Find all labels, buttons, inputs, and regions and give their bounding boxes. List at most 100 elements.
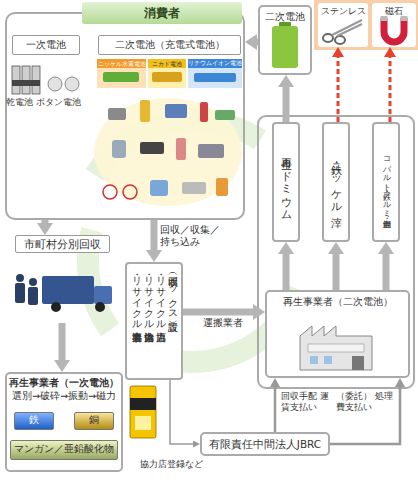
group-heading: 消費者 <box>82 2 242 24</box>
connector-arrow <box>42 220 49 223</box>
truck-body <box>42 276 94 304</box>
node-text: コバルト・鉄・アルミ・銅混合 <box>382 151 391 214</box>
device-icon <box>215 110 235 120</box>
battery-icon <box>272 26 298 68</box>
worker-figure <box>15 283 25 303</box>
node-text: ・リサイクル協力店 <box>154 269 166 324</box>
bicycle-wheel <box>123 185 137 199</box>
connector-arrow <box>283 87 290 122</box>
connector-arrow <box>383 254 390 290</box>
node-text: マンガン／亜鉛酸化物 <box>14 444 114 455</box>
connector-arrow <box>274 387 277 432</box>
worker-figure <box>28 287 38 305</box>
battery-type-box: 二次電池（充電式電池） <box>98 35 241 55</box>
edge-label: 回収手配 運賃支払い <box>281 391 331 413</box>
factory-icon <box>300 326 372 370</box>
material-box: ステンレス <box>318 3 368 47</box>
worker-figure <box>29 278 37 286</box>
connector-arrow <box>330 387 400 444</box>
node-text: ・リサイクル協力自治体 <box>142 269 154 324</box>
battery-photo <box>188 68 242 88</box>
connector-arrow <box>389 57 392 122</box>
button-cell <box>65 77 79 91</box>
factory-window <box>310 356 318 364</box>
device-backdrop <box>94 98 242 206</box>
device-icon <box>198 144 224 158</box>
battery-caption: 乾電池 ボタン電池 <box>6 97 96 108</box>
truck-cab <box>94 286 112 304</box>
node-text: 二次電池（充電式電池） <box>115 39 225 51</box>
scissors-blade <box>332 20 362 36</box>
collection-box-slot <box>135 416 151 430</box>
battery-photo <box>148 68 186 88</box>
edge-label: 協力店登録など <box>140 459 206 470</box>
device-icon <box>165 104 187 118</box>
recovered-material: 再生カドミウム <box>272 122 300 242</box>
collection-box <box>130 386 156 438</box>
organization-box: 有限責任中間法人JBRC <box>200 432 330 456</box>
bicycle-wheel <box>103 185 117 199</box>
output-chip: 鉄 <box>14 412 54 430</box>
edge-label: （委託） 処理費支払い <box>336 391 398 413</box>
scissors-handle <box>323 34 333 42</box>
device-icon <box>176 138 186 160</box>
recycler-box: 再生事業者（二次電池） <box>265 290 410 378</box>
node-text: 鉄・ニッケル滓 <box>330 156 343 208</box>
collection-box: 市町村分別回収 <box>5 235 120 323</box>
node-text: ステンレス <box>321 6 366 16</box>
connector-arrow <box>333 254 340 290</box>
edge-label: 回収／収集／持ち込み <box>160 224 224 248</box>
node-text: 有限責任中間法人JBRC <box>209 438 321 450</box>
collection-label: 市町村分別回収 <box>15 235 110 253</box>
device-icon <box>108 108 126 120</box>
node-text: 磁石 <box>385 6 403 16</box>
collection-box-band <box>130 398 156 410</box>
node-text: 再生事業者（二次電池） <box>283 296 393 308</box>
node-text: 二次電池 <box>265 11 305 23</box>
factory-door <box>352 356 364 370</box>
consumer-group: 消費者一次電池二次電池（充電式電池） <box>5 12 245 220</box>
recovered-material: 鉄・ニッケル滓 <box>322 122 350 242</box>
truck-wheel <box>51 302 61 312</box>
recycler-box: 再生事業者（一次電池）選別→破砕→振動→磁力鉄銅マンガン／亜鉛酸化物 <box>5 372 123 472</box>
connector-arrow <box>283 254 290 290</box>
battery-cap <box>279 22 291 27</box>
device-icon <box>182 182 206 194</box>
connector-arrow <box>59 323 66 360</box>
connector-arrow <box>183 309 253 316</box>
dry-cell-band <box>12 80 40 86</box>
node-text: 一次電池 <box>26 39 66 51</box>
magnet-icon <box>384 18 404 42</box>
dry-cell <box>22 66 30 94</box>
dry-cell <box>32 66 40 94</box>
connector-arrow <box>170 380 193 444</box>
material-box: 磁石 <box>372 3 416 47</box>
node-text: ・リサイクル協力事業者 <box>130 269 142 324</box>
recycle-watermark <box>95 120 260 175</box>
battery-pack <box>194 73 236 82</box>
product-box: 二次電池 <box>258 5 312 75</box>
device-icon <box>150 180 168 196</box>
box-heading: 再生事業者（一次電池） <box>9 378 119 389</box>
device-icon <box>112 140 126 158</box>
material-band <box>314 0 418 50</box>
scissors-handle <box>335 36 345 44</box>
battery-tag: ニカド電池 <box>148 59 186 68</box>
connector-arrow <box>151 220 158 250</box>
node-text: 銅 <box>89 414 99 426</box>
node-text: （回収ボックス設置） <box>166 269 178 314</box>
device-icon <box>200 102 208 122</box>
battery-tag: リチウムイオン電池 <box>188 59 242 68</box>
factory-sign <box>308 344 364 352</box>
edge-label: 運搬業者 <box>203 317 259 329</box>
worker-figure <box>16 274 24 282</box>
battery-pack <box>152 72 182 82</box>
recycler-frame <box>258 116 414 388</box>
output-chip: 銅 <box>74 412 114 430</box>
battery-tag: ニッケル水素電池 <box>97 59 146 68</box>
node-text: 鉄 <box>29 414 39 426</box>
magnet-tip <box>401 16 408 21</box>
battery-pack <box>103 72 139 82</box>
output-chip: マンガン／亜鉛酸化物 <box>10 440 118 460</box>
